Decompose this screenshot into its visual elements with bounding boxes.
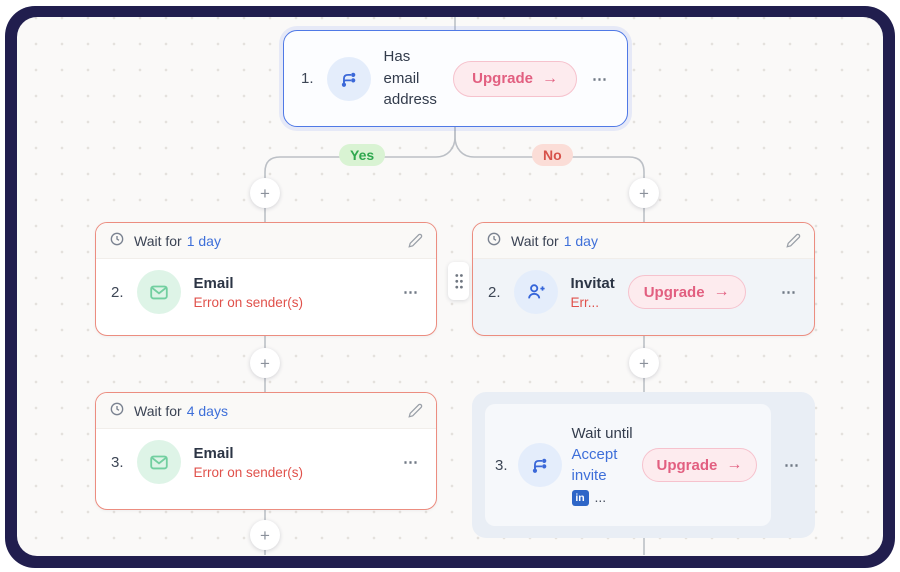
email-step-card[interactable]: Wait for 1 day 2. Email Error on se [95, 222, 437, 336]
truncated-text: ... [594, 488, 607, 505]
email-icon [136, 440, 181, 484]
clock-icon [109, 401, 125, 420]
more-options-button[interactable]: ⋯ [590, 68, 610, 90]
branch-label-no: No [532, 144, 573, 166]
add-step-button[interactable]: + [250, 178, 280, 208]
person-plus-icon [513, 270, 558, 314]
upgrade-button[interactable]: Upgrade → [627, 275, 746, 309]
condition-link[interactable]: Accept invite [571, 445, 618, 484]
upgrade-button[interactable]: Upgrade → [453, 60, 577, 97]
step-error: Error on sender(s) [193, 294, 304, 310]
wait-value: 1 day [563, 232, 598, 249]
step-number: 3. [495, 456, 508, 474]
wait-label: Wait for [134, 402, 182, 419]
more-options-button[interactable]: ⋯ [401, 281, 421, 303]
add-step-button[interactable]: + [629, 348, 659, 378]
pencil-icon [408, 403, 423, 418]
drag-handle-icon [454, 273, 463, 288]
upgrade-button[interactable]: Upgrade → [641, 448, 758, 482]
step-number: 2. [111, 283, 124, 301]
wait-header: Wait for 4 days [96, 393, 436, 429]
arrow-right-icon: → [542, 69, 558, 87]
branch-icon [326, 56, 371, 101]
more-options-button[interactable]: ⋯ [779, 281, 799, 303]
upgrade-label: Upgrade [643, 283, 705, 301]
email-icon [136, 270, 181, 314]
condition-title: Has email address [383, 47, 437, 109]
step-number: 3. [111, 453, 124, 471]
wait-until-card[interactable]: 3. Wait until Accept invite in [472, 392, 815, 538]
more-options-button[interactable]: ⋯ [782, 454, 802, 476]
step-row: 3. Email Error on sender(s) ⋯ [96, 429, 436, 495]
wait-label: Wait for [134, 232, 182, 249]
step-title: Wait until [571, 424, 633, 442]
wait-label: Wait for [511, 232, 559, 249]
step-number: 2. [488, 283, 501, 301]
step-title: Email [193, 444, 234, 462]
add-step-button[interactable]: + [250, 520, 280, 550]
step-title: Invitat [570, 274, 615, 292]
edit-wait-button[interactable] [408, 233, 423, 248]
wait-value: 4 days [186, 402, 228, 419]
pencil-icon [408, 233, 423, 248]
edit-wait-button[interactable] [408, 403, 423, 418]
step-row: 2. Invitat Err... Upgrade → ⋯ [473, 259, 814, 325]
pencil-icon [786, 233, 801, 248]
add-step-button[interactable]: + [250, 348, 280, 378]
drag-handle[interactable] [448, 262, 469, 300]
linkedin-icon: in [571, 489, 589, 506]
step-error: Err... [570, 294, 600, 310]
step-row: 2. Email Error on sender(s) ⋯ [96, 259, 436, 325]
add-step-button[interactable]: + [629, 178, 659, 208]
wait-header: Wait for 1 day [473, 223, 814, 259]
branch-icon [517, 443, 562, 487]
device-frame: 1. Has email address Upgrade → ⋯ Yes No … [5, 6, 895, 568]
clock-icon [486, 231, 502, 250]
wait-header: Wait for 1 day [96, 223, 436, 259]
edit-wait-button[interactable] [786, 233, 801, 248]
condition-node[interactable]: 1. Has email address Upgrade → ⋯ [283, 30, 628, 127]
wait-value: 1 day [186, 232, 221, 249]
workflow-canvas[interactable]: 1. Has email address Upgrade → ⋯ Yes No … [17, 17, 883, 556]
step-title: Email [193, 274, 234, 292]
clock-icon [109, 231, 125, 250]
branch-label-yes: Yes [339, 144, 386, 166]
step-number: 1. [301, 70, 314, 87]
upgrade-label: Upgrade [472, 70, 533, 87]
invitation-step-card[interactable]: Wait for 1 day 2. I [472, 222, 815, 336]
step-error: Error on sender(s) [193, 464, 304, 480]
email-step-card[interactable]: Wait for 4 days 3. Email Error on s [95, 392, 437, 510]
arrow-right-icon: → [726, 456, 743, 473]
more-options-button[interactable]: ⋯ [401, 451, 421, 473]
step-row: 3. Wait until Accept invite in [485, 404, 771, 526]
upgrade-label: Upgrade [656, 456, 718, 474]
arrow-right-icon: → [713, 283, 730, 300]
